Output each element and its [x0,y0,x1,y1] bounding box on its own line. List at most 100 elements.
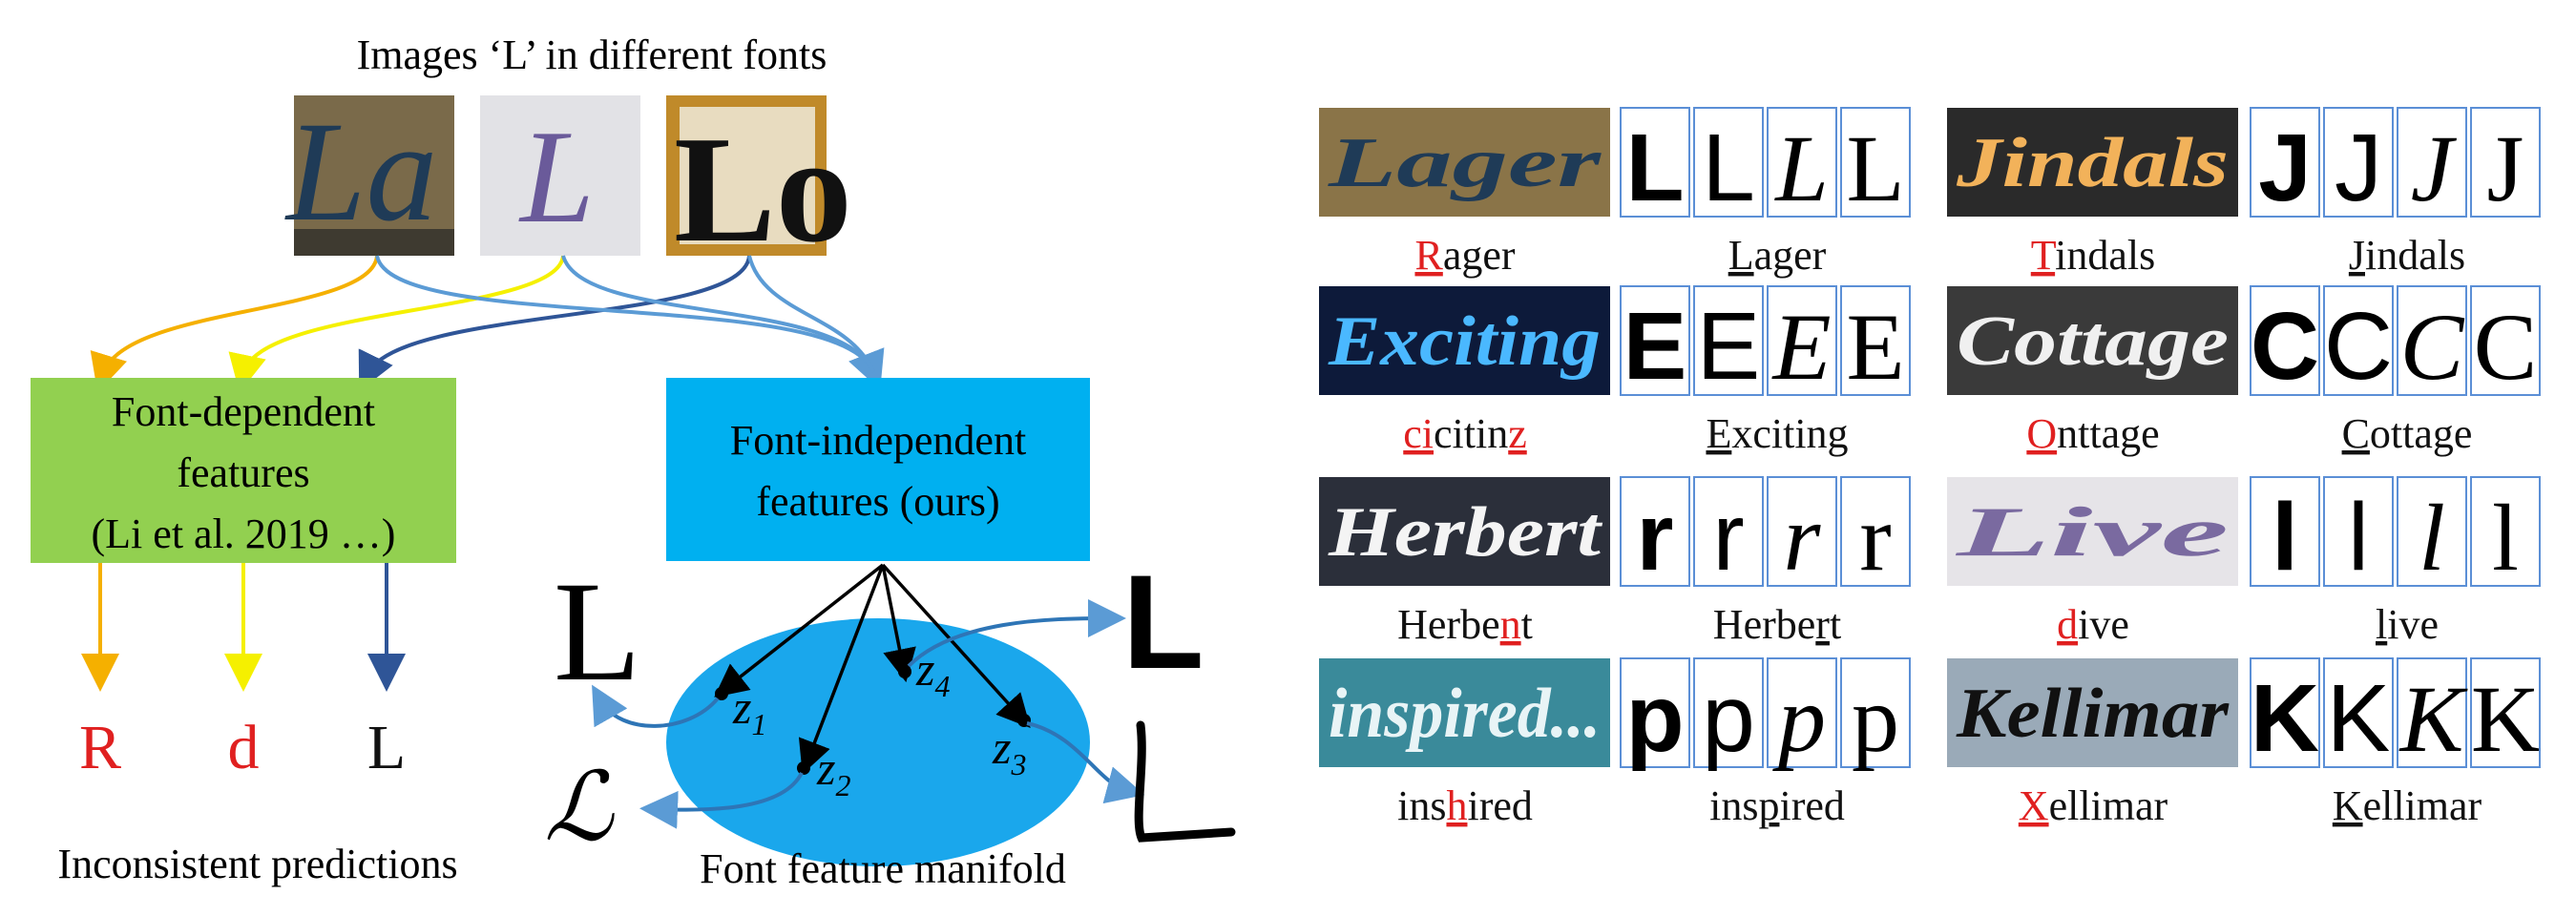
word-image-text: Herbert [1328,493,1603,572]
glyph-char: E [1846,294,1904,400]
word-image-text: Kellimar [1956,675,2230,753]
word-image [1947,477,2238,586]
point-z2 [797,761,810,775]
glyph-box [1693,107,1764,218]
glyph-box [1620,285,1690,396]
glyph-char: J [2487,115,2524,221]
glyph-box [1767,107,1837,218]
glyph-box [2250,285,2320,396]
glyph-char: p [1852,666,1899,772]
glyph-char: J [2258,114,2312,221]
glyph-char: E [1697,293,1761,400]
ground-truth-text: Herbert [1713,601,1841,648]
word-image [1319,477,1610,586]
glyph-box [1693,476,1764,587]
label-z2: z2 [816,741,850,802]
label-z1: z1 [732,680,766,741]
glyph-box [2470,657,2541,768]
glyph-box [2323,107,2394,218]
arrow-z2-to-glyph [639,772,804,829]
font-independent-box [666,378,1090,561]
ground-truth-text: live [2376,601,2439,648]
word-image [1947,658,2238,767]
arrow-img3-to-dependent [358,255,751,391]
glyph-char: L [1625,114,1684,221]
prediction-L: L [367,713,406,782]
ground-truth-text: Cottage [2342,410,2473,457]
glyph-char: C [2400,294,2465,400]
word-image [1319,658,1610,767]
glyph-box [2397,476,2467,587]
glyph-box [2397,657,2467,768]
arrow-to-z1 [714,563,885,697]
glyph-box [1840,657,1911,768]
arrow-img1-to-dependent [90,255,379,393]
arrow-to-z2 [798,564,885,775]
glyph-char: l [2348,484,2369,591]
glyph-box [2397,107,2467,218]
arrow-z3-to-glyph [1026,721,1145,804]
prediction-text: dive [2057,601,2129,648]
sample-image-script: La [284,93,454,256]
manifold-caption: Font feature manifold [700,845,1066,892]
font-dependent-line1: Font-dependent [112,388,375,435]
glyph-box [2250,476,2320,587]
glyph-box [2397,285,2467,396]
prediction-text: Xellimar [2019,782,2168,829]
glyph-box [2323,657,2394,768]
glyph-char: l [2272,484,2298,591]
ground-truth-text: inspired [1709,782,1845,829]
font-independent-line2: features (ours) [756,478,999,525]
arrow-img3-to-independent [747,255,875,373]
arrow-z4-to-glyph [907,599,1126,668]
glyph-box [2250,107,2320,218]
glyph-box [2470,107,2541,218]
glyph-char: K [2251,665,2319,772]
glyph-char: K [2327,665,2391,772]
glyph-box [1767,476,1837,587]
glyph-char: E [1623,293,1687,400]
font-independent-line1: Font-independent [730,417,1026,464]
glyph-char: C [2324,293,2393,400]
word-image-text: Live [1955,493,2229,572]
glyph-box [1693,285,1764,396]
glyph-char: r [1637,484,1674,591]
word-image-text: inspired... [1329,675,1601,753]
glyph-box [1840,285,1911,396]
glyph-char: l [2419,485,2445,591]
glyph-box [1620,107,1690,218]
glyph-L-script: ℒ [544,755,615,861]
glyph-L-handwritten [1134,720,1236,843]
word-image-text: Exciting [1328,302,1601,381]
arrow-z1-to-glyph [592,684,720,728]
sample-glyph-1: La [284,93,437,251]
arrow-to-z4 [881,564,916,683]
glyph-box [1840,107,1911,218]
sample-glyph-3: Lo [674,104,852,274]
label-z3: z3 [992,720,1026,781]
glyph-box [1767,285,1837,396]
font-dependent-line2: features [177,449,309,496]
glyph-char: L [1702,114,1755,221]
glyph-char: L [1846,115,1904,221]
prediction-text: Herbent [1397,601,1533,648]
glyph-box [2470,476,2541,587]
point-z4 [898,665,911,678]
glyph-char: p [1702,665,1755,772]
glyph-char: p [1772,666,1826,772]
prediction-d: d [228,713,260,782]
glyph-box [1767,657,1837,768]
glyph-box [2323,476,2394,587]
prediction-text: inshired [1397,782,1533,829]
sample-glyph-2: L [518,103,595,251]
ground-truth-text: Kellimar [2333,782,2482,829]
point-z1 [715,687,728,700]
prediction-text: Onttage [2026,410,2159,457]
word-image-text: Jindals [1956,124,2229,202]
sample-image-bold: Lo [666,95,852,274]
prediction-text: Tindals [2031,232,2155,279]
glyph-char: C [2251,293,2319,400]
glyph-L-sans: L [1122,547,1204,697]
glyph-char: r [1784,485,1822,591]
word-image [1319,108,1610,217]
